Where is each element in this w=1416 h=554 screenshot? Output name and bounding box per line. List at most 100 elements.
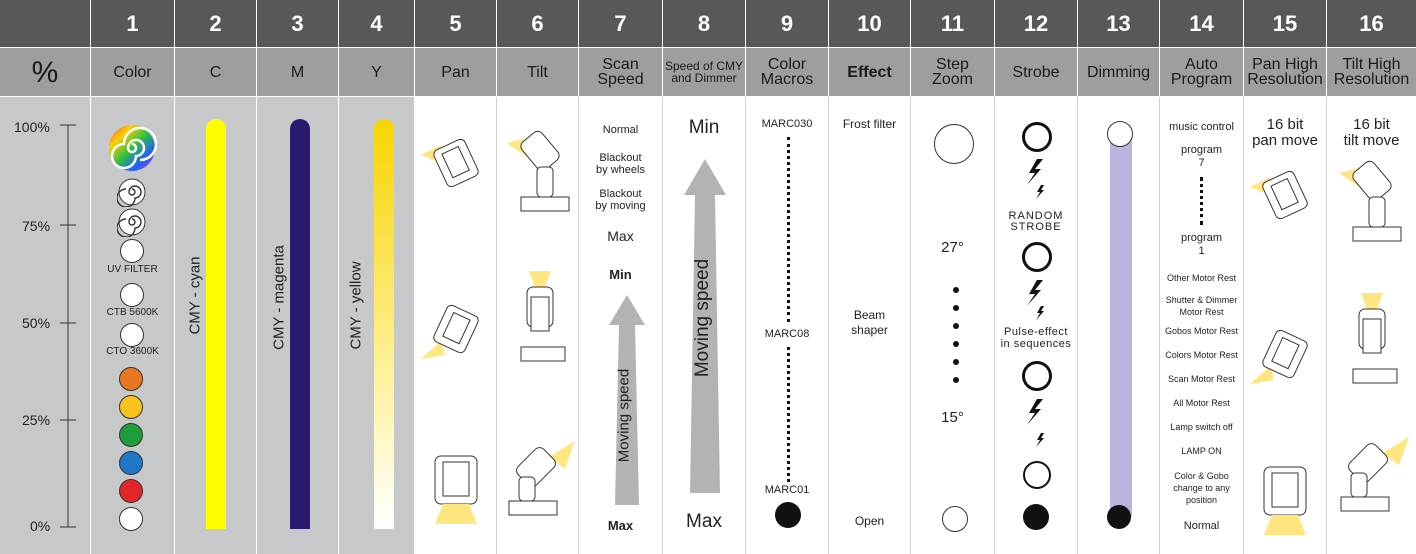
auto-all-motor: All Motor Rest: [1173, 398, 1230, 408]
fixture-tilt-icon: [507, 130, 570, 212]
divider: [1077, 97, 1078, 554]
column-color: 1 Color UV FILTER CTB 5600K CTO 3600K: [91, 0, 175, 554]
tick-25: 25%: [22, 412, 51, 428]
column-label: C: [175, 48, 256, 96]
tilt-hi-label: 16 bit tilt move: [1343, 116, 1400, 149]
cyan-bar: [206, 119, 226, 529]
column-number: 15: [1244, 0, 1326, 47]
fixture-pan-icon: [421, 138, 479, 188]
magenta-bar: [290, 119, 310, 529]
tick-50: 50%: [22, 315, 51, 331]
column-label: Auto Program: [1160, 48, 1243, 96]
pan-hi-body: 16 bit pan move: [1244, 97, 1326, 554]
black-dot: [1023, 504, 1049, 530]
color-dot: [119, 423, 143, 447]
auto-shutter-dimmer: Shutter & Dimmer Motor Rest: [1165, 295, 1238, 317]
column-number: 10: [829, 0, 910, 47]
strobe-circle: [1022, 242, 1052, 272]
color-dot: [119, 451, 143, 475]
macro-top: MARC030: [761, 118, 813, 130]
fixture-pan-icon: [1250, 170, 1308, 220]
auto-colors: Colors Motor Rest: [1165, 350, 1238, 360]
column-magenta: 3 M CMY - magenta: [257, 0, 339, 554]
cyan-bar-label: CMY - cyan: [186, 256, 204, 335]
column-number: 2: [175, 0, 256, 47]
column-label: Strobe: [995, 48, 1077, 96]
column-label: Tilt: [497, 48, 578, 96]
auto-other-motor: Other Motor Rest: [1166, 273, 1237, 283]
auto-lamp-on: LAMP ON: [1181, 446, 1222, 456]
auto-program-7: program 7: [1181, 144, 1222, 169]
lightning-icon: [1027, 159, 1044, 199]
divider: [496, 97, 497, 554]
effect-frost: Frost filter: [842, 117, 897, 131]
column-number: 11: [911, 0, 994, 47]
color-dot: [119, 367, 143, 391]
cmy-speed-arrow-label: Moving speed: [692, 258, 713, 378]
divider: [662, 97, 663, 554]
pan-body: [415, 97, 496, 554]
column-tilt: 6 Tilt: [497, 0, 579, 554]
auto-program-1: program 1: [1181, 232, 1222, 257]
macro-mid: MARC08: [764, 328, 810, 340]
fixture-pan-icon: [1263, 466, 1307, 535]
divider: [828, 97, 829, 554]
cmy-speed-body: Min Moving speed Max: [663, 97, 745, 554]
divider: [1159, 97, 1160, 554]
scan-blackout-wheels: Blackout by wheels: [596, 152, 645, 176]
column-label: Pan: [415, 48, 496, 96]
macro-dotted-line: [787, 137, 790, 322]
column-number: 14: [1160, 0, 1243, 47]
dimmer-bottom-dot: [1107, 505, 1131, 529]
uv-filter-label: UV FILTER: [107, 264, 158, 275]
cto-circle: [120, 323, 144, 347]
fixture-pan-icon: [1250, 329, 1308, 384]
column-number: 5: [415, 0, 496, 47]
column-auto-program: 14 Auto Program music control program 7 …: [1160, 0, 1244, 554]
gobo-rotate-icon: [117, 178, 146, 207]
scan-arrow-label: Moving speed: [615, 368, 633, 463]
macros-body: MARC030 MARC08 MARC01: [746, 97, 828, 554]
column-label: M: [257, 48, 338, 96]
column-number: 6: [497, 0, 578, 47]
fixture-tilt-icon: [520, 271, 566, 362]
column-label: Speed of CMY and Dimmer: [663, 48, 745, 96]
strobe-circle: [1022, 122, 1052, 152]
column-number: 9: [746, 0, 828, 47]
fixture-tilt-icon: [1340, 437, 1409, 512]
zoom-small-circle: [942, 506, 968, 532]
dimmer-top-circle: [1107, 121, 1133, 147]
auto-color-gobo: Color & Gobo change to any position: [1173, 471, 1230, 505]
percent-scale: 100% 75% 50% 25% 0%: [0, 97, 90, 554]
column-pan-hi: 15 Pan High Resolution 16 bit pan move: [1244, 0, 1327, 554]
ctb-label: CTB 5600K: [106, 307, 159, 318]
scan-normal: Normal: [602, 124, 639, 136]
uv-filter-circle: [120, 239, 144, 263]
dimmer-bar: [1110, 129, 1132, 517]
strobe-circle-thin: [1023, 461, 1051, 489]
column-number: 16: [1327, 0, 1416, 47]
divider: [745, 97, 746, 554]
column-number: 4: [339, 0, 414, 47]
tilt-body: [497, 97, 578, 554]
cmy-speed-max: Max: [686, 511, 722, 532]
column-number: 8: [663, 0, 745, 47]
strobe-random: RANDOM STROBE: [1008, 210, 1064, 233]
tick-75: 75%: [22, 218, 51, 234]
zoom-15: 15°: [941, 409, 964, 426]
yellow-bar: [374, 119, 394, 529]
column-pan: 5 Pan: [415, 0, 497, 554]
column-label: Step Zoom: [911, 48, 994, 96]
auto-music: music control: [1169, 121, 1234, 133]
percent-column: % 100% 75% 50% 25% 0%: [0, 0, 91, 554]
tick-100: 100%: [14, 119, 50, 135]
column-number: 13: [1078, 0, 1159, 47]
column-scan-speed: 7 Scan Speed Normal Blackout by wheels B…: [579, 0, 663, 554]
color-body: UV FILTER CTB 5600K CTO 3600K: [91, 97, 174, 554]
scan-max: Max: [607, 228, 634, 244]
column-label: Scan Speed: [579, 48, 662, 96]
percent-header-top: [0, 0, 90, 47]
column-yellow: 4 Y CMY - yellow: [339, 0, 415, 554]
fixture-pan-icon: [421, 304, 479, 359]
divider: [910, 97, 911, 554]
